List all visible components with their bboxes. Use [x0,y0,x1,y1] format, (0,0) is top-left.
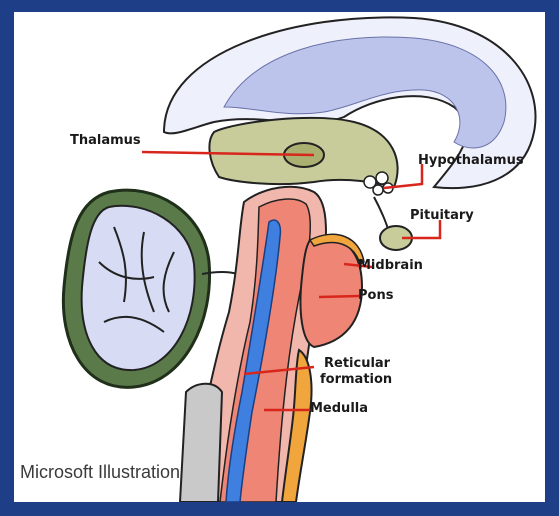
brainstem-diagram [14,12,545,502]
pons [301,238,363,347]
label-reticular-formation-2: formation [320,372,392,387]
label-medulla: Medulla [310,401,368,416]
label-reticular-formation-1: Reticular [324,356,390,371]
label-pituitary: Pituitary [410,208,474,223]
pituitary-stalk [374,197,389,232]
image-credit: Microsoft Illustration [20,462,180,483]
label-pons: Pons [358,288,393,303]
label-midbrain: Midbrain [358,258,423,273]
spinal-segment [180,384,222,502]
label-thalamus: Thalamus [70,133,141,148]
label-hypothalamus: Hypothalamus [418,153,524,168]
diagram-panel: Thalamus Hypothalamus Pituitary Midbrain… [14,12,545,502]
